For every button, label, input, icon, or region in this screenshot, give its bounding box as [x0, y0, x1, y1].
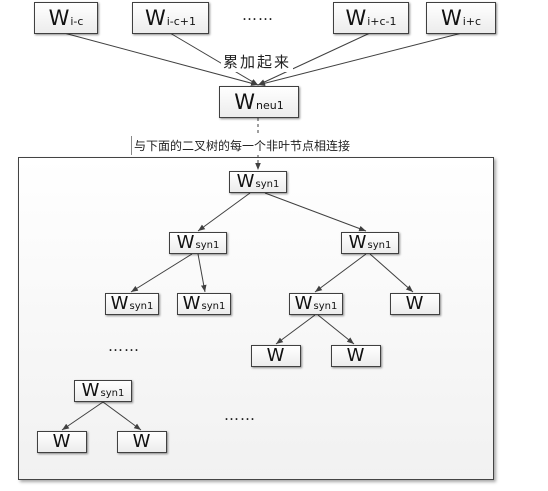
edge-l1right-rl: [314, 253, 367, 293]
tree-bottom-leaf-right: W: [117, 431, 167, 453]
sum-label: 累加起来: [221, 51, 294, 72]
edge-rl-leaf-left: [275, 314, 316, 345]
edge-input-4: [257, 32, 463, 86]
tree-ellipsis-left: ……: [108, 337, 140, 355]
edge-input-2: [169, 32, 259, 86]
edge-rl-leaf-right: [317, 314, 355, 345]
tree-bottom-leaf-left: W: [37, 431, 87, 453]
binary-tree-container: [18, 157, 494, 480]
edge-bottom-leaf-left: [61, 401, 104, 431]
edge-l1left-lr: [197, 253, 207, 293]
edge-input-3: [257, 32, 371, 86]
connect-label: 与下面的二叉树的每一个非叶节点相连接: [131, 136, 353, 155]
tree-level2-right-right-leaf: W: [390, 293, 440, 315]
edge-input-1: [63, 32, 259, 86]
edge-l1right-rr: [369, 253, 414, 293]
tree-ellipsis-bottom: ……: [224, 406, 256, 424]
tree-level3-leaf-left: W: [251, 345, 301, 367]
edge-root-left: [197, 192, 251, 232]
edge-l1left-ll: [130, 253, 193, 293]
tree-level3-leaf-right: W: [331, 345, 381, 367]
edge-root-right: [264, 192, 367, 232]
top-ellipsis: ……: [242, 6, 274, 24]
edge-bottom-leaf-right: [102, 401, 142, 431]
